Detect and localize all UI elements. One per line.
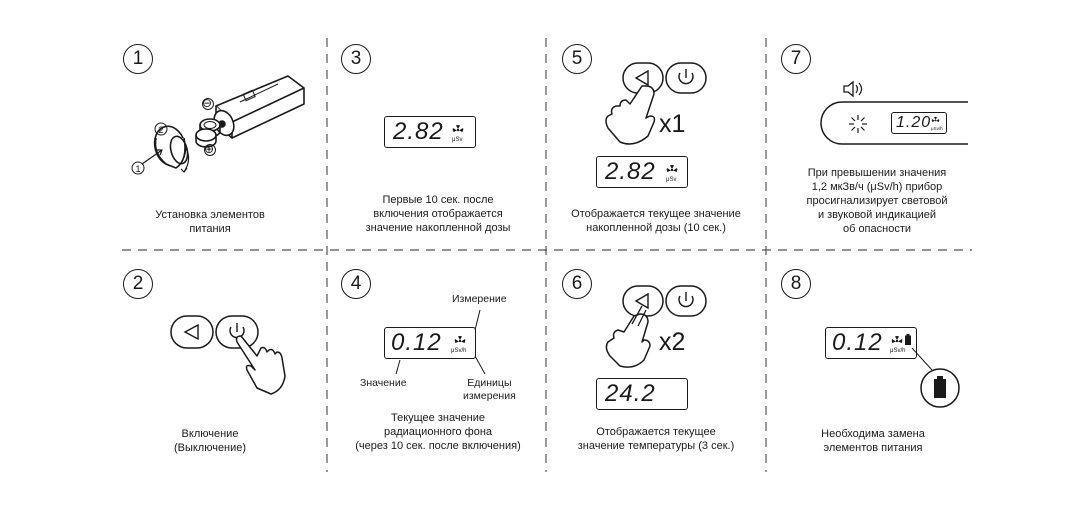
battery-callout-line	[911, 347, 933, 371]
step-3-number: 3	[341, 44, 371, 74]
lcd-display-low-battery: 0.12 μSv/h	[825, 327, 917, 359]
button-pair	[622, 285, 707, 317]
callout-lines	[395, 309, 486, 375]
label-value: Значение	[360, 377, 407, 389]
device-front-outline	[820, 101, 968, 145]
minus-label: ⊖	[202, 96, 213, 110]
lcd-display-background: 0.12 μSv/h	[384, 327, 476, 359]
lcd-unit: μSv/h	[451, 348, 467, 354]
step-7-number: 7	[781, 44, 811, 74]
lcd-display-temperature: 24.2	[596, 378, 688, 410]
step-1-number: 1	[123, 44, 153, 74]
lcd-digits: 0.12	[391, 329, 442, 356]
button-pair	[170, 315, 259, 349]
lcd-display-dose: 2.82 μSv	[384, 116, 476, 148]
battery-warning-icon	[920, 368, 960, 408]
radiation-icon	[931, 116, 940, 122]
back-arrow-icon	[634, 69, 649, 87]
power-icon	[678, 69, 694, 85]
sound-icon	[843, 80, 863, 98]
lcd-display-alarm: 1.20 μSv/h	[891, 112, 947, 134]
flash-icon	[849, 115, 867, 133]
back-button[interactable]	[170, 315, 214, 349]
battery-label-1: 1	[135, 164, 141, 174]
step-5-number: 5	[562, 44, 592, 74]
press-count: x1	[659, 110, 686, 138]
hand-pointer-icon	[235, 335, 286, 395]
power-icon	[678, 292, 694, 308]
radiation-icon	[454, 336, 466, 343]
press-count: x2	[659, 328, 686, 356]
lcd-unit: μSv/h	[890, 348, 906, 354]
lcd-digits: 0.12	[832, 329, 883, 356]
back-arrow-icon	[634, 292, 649, 310]
lcd-digits: 1.20	[896, 114, 932, 131]
back-arrow-icon	[183, 323, 199, 341]
lcd-digits: 2.82	[605, 158, 656, 185]
radiation-icon	[452, 125, 464, 132]
battery-install-illustration	[131, 75, 305, 175]
hand-pointer-icon	[605, 85, 656, 145]
step-2-number: 2	[123, 269, 153, 299]
battery-label-2: 2	[158, 125, 164, 135]
lcd-digits: 2.82	[393, 118, 444, 145]
lcd-unit: μSv/h	[931, 126, 943, 131]
lcd-unit: μSv	[452, 137, 463, 143]
step-8-number: 8	[781, 269, 811, 299]
plus-label: ⊕	[204, 142, 215, 156]
label-measurement: Измерение	[452, 293, 507, 305]
step-2-caption: Включение(Выключение)	[173, 428, 247, 454]
step-6-number: 6	[562, 269, 592, 299]
step-4-number: 4	[341, 269, 371, 299]
lcd-digits: 24.2	[605, 380, 656, 407]
radiation-icon	[666, 165, 678, 172]
radiation-icon	[891, 336, 903, 343]
lcd-unit: μSv	[666, 177, 677, 183]
lcd-display-dose: 2.82 μSv	[596, 156, 688, 188]
battery-icon	[905, 334, 911, 345]
hand-double-tap-icon	[605, 305, 651, 368]
